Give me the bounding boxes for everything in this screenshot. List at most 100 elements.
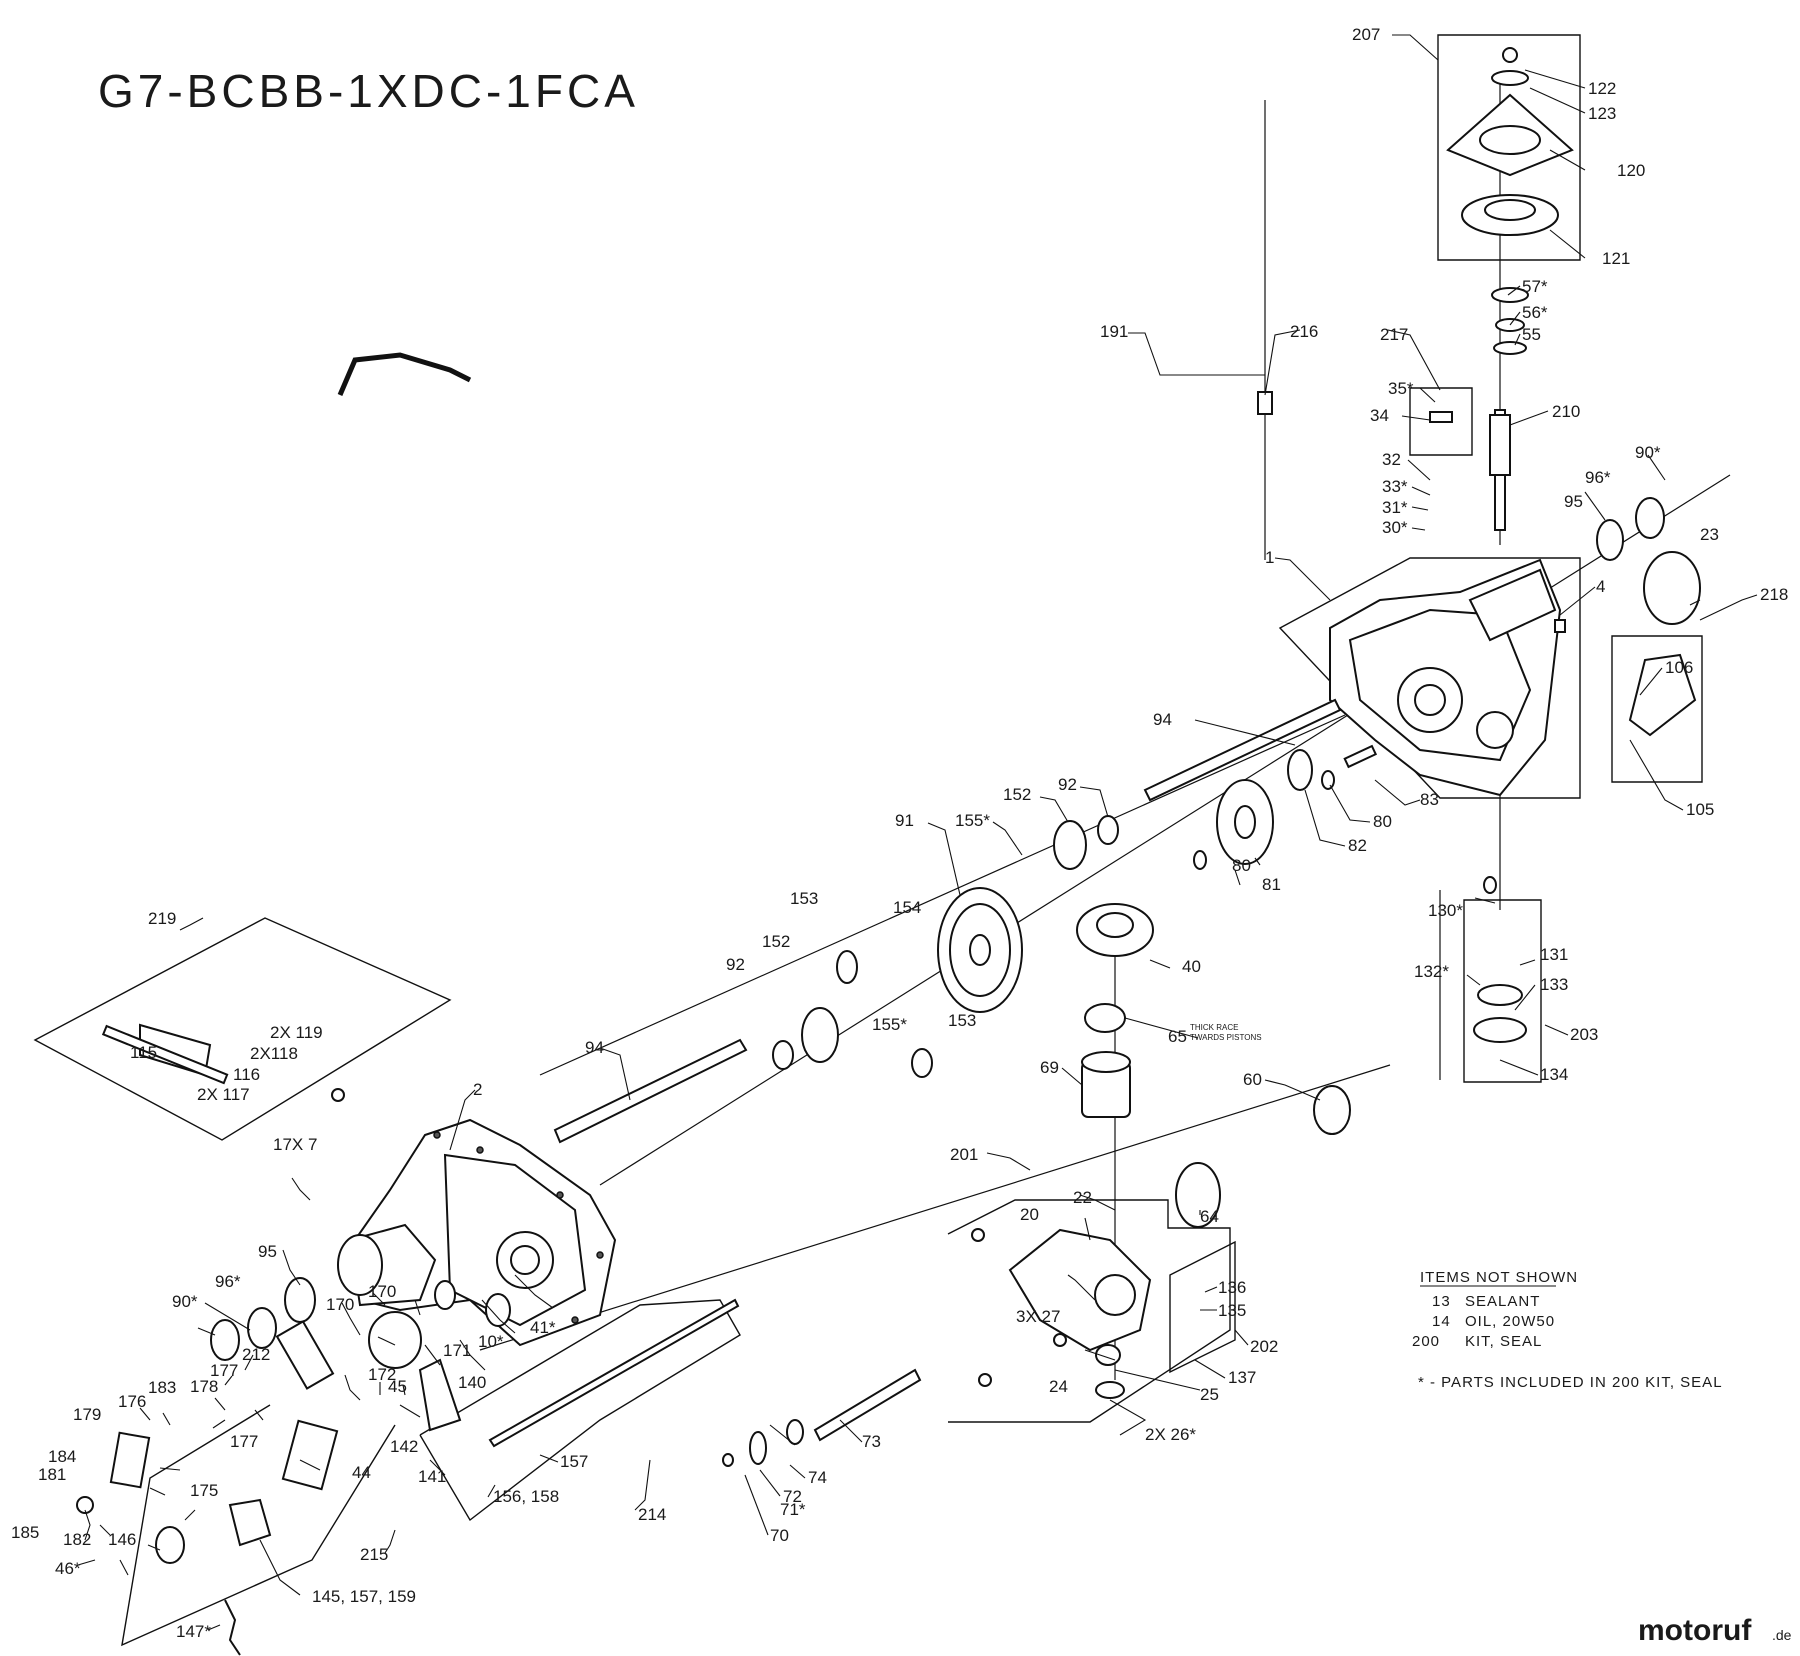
callout-216: 216: [1290, 322, 1318, 341]
callout-25: 25: [1200, 1385, 1219, 1404]
callout-55: 55: [1522, 325, 1541, 344]
callout-64: 64: [1200, 1207, 1219, 1226]
callout-214: 214: [638, 1505, 666, 1524]
callout-46: 46*: [55, 1559, 81, 1578]
callout-153-lower: 153: [948, 1011, 976, 1030]
callout-181: 181: [38, 1465, 66, 1484]
motor-shaft: [813, 1368, 922, 1442]
callout-178: 178: [190, 1377, 218, 1396]
left-housing: [337, 1118, 617, 1347]
callout-82: 82: [1348, 836, 1367, 855]
callout-116: 116: [233, 1065, 260, 1084]
charge-pump-box: [1463, 899, 1542, 1083]
bearing-92a: [1097, 815, 1119, 845]
pin-83: [1343, 744, 1378, 769]
callout-170-a: 170: [326, 1295, 354, 1314]
axle-left: [553, 1038, 748, 1144]
check-valve-box: [1169, 1240, 1236, 1374]
notes-item-desc-1: OIL, 20W50: [1465, 1313, 1555, 1330]
pin-kit-box: [1409, 387, 1473, 456]
callout-185: 185: [11, 1523, 39, 1542]
callout-218: 218: [1760, 585, 1788, 604]
brake-drum-23: [1643, 551, 1701, 625]
notes-item-num-1: 14: [1432, 1313, 1451, 1330]
callout-65: 65: [1168, 1027, 1187, 1046]
callout-96-left: 96*: [215, 1272, 241, 1291]
callout-92-upper: 92: [1058, 775, 1077, 794]
watermark-suffix: .de: [1772, 1627, 1792, 1643]
callout-17x7: 17X 7: [273, 1135, 317, 1154]
thrust-bearing-60: [1313, 1085, 1351, 1135]
callout-142: 142: [390, 1437, 418, 1456]
washer-80a: [1321, 770, 1335, 790]
charge-pump-131: [1477, 984, 1523, 1006]
callout-1: 1: [1265, 548, 1274, 567]
callout-157: 157: [560, 1452, 588, 1471]
callout-95-right: 95: [1564, 492, 1583, 511]
notes-item-desc-0: SEALANT: [1465, 1293, 1540, 1310]
pinion-153a: [836, 950, 858, 984]
callout-171: 171: [443, 1341, 471, 1360]
callout-94-lower: 94: [585, 1038, 604, 1057]
input-gear-210: [1489, 414, 1511, 476]
notes-footnote: * - PARTS INCLUDED IN 200 KIT, SEAL: [1418, 1374, 1723, 1391]
callout-30: 30*: [1382, 518, 1408, 537]
callout-172: 172: [368, 1365, 396, 1384]
bevel-152a: [1053, 820, 1087, 870]
callout-91: 91: [895, 811, 914, 830]
thrust-bearing-65: [1084, 1003, 1126, 1033]
vent-tube-191: [337, 352, 472, 396]
leader-lines: [77, 34, 1758, 1631]
seal-96a: [1635, 497, 1665, 539]
callout-31: 31*: [1382, 498, 1408, 517]
bypass-rod: [488, 1298, 740, 1448]
callout-10: 10*: [478, 1332, 504, 1351]
callout-2x119: 2X 119: [270, 1023, 323, 1042]
callout-191: 191: [1100, 322, 1128, 341]
brake-linkage: [76, 1023, 511, 1656]
callout-121: 121: [1602, 249, 1630, 268]
callout-90-left: 90*: [172, 1292, 198, 1311]
callout-96-right: 96*: [1585, 468, 1611, 487]
callout-56: 56*: [1522, 303, 1548, 322]
seal-96b: [247, 1307, 277, 1349]
callout-176: 176: [118, 1392, 146, 1411]
callout-155-upper: 155*: [955, 811, 990, 830]
callout-2x26: 2X 26*: [1145, 1425, 1196, 1444]
callout-23: 23: [1700, 525, 1719, 544]
callout-44: 44: [352, 1463, 371, 1482]
callout-80-upper: 80: [1373, 812, 1392, 831]
callout-152-lower: 152: [762, 932, 790, 951]
callout-73: 73: [862, 1432, 881, 1451]
callout-145-157-159: 145, 157, 159: [312, 1587, 416, 1606]
callout-146: 146: [108, 1530, 136, 1549]
callout-203: 203: [1570, 1025, 1598, 1044]
callout-217: 217: [1380, 325, 1408, 344]
callout-135: 135: [1218, 1301, 1246, 1320]
callout-122: 122: [1588, 79, 1616, 98]
pinion-82: [1287, 749, 1313, 791]
callout-177-a: 177: [210, 1361, 238, 1380]
fitting-216: [1257, 391, 1273, 415]
notes-item-num-2: 200: [1412, 1333, 1440, 1350]
callout-153-upper: 153: [790, 889, 818, 908]
bearing-95b: [284, 1277, 316, 1323]
callout-2x117: 2X 117: [197, 1085, 250, 1104]
callout-140: 140: [458, 1373, 486, 1392]
callout-57: 57*: [1522, 277, 1548, 296]
callout-123: 123: [1588, 104, 1616, 123]
callout-34: 34: [1370, 406, 1389, 425]
brake-kit-box: [33, 917, 452, 1141]
callout-120: 120: [1617, 161, 1645, 180]
callout-184: 184: [48, 1447, 76, 1466]
callout-202: 202: [1250, 1337, 1278, 1356]
callout-70: 70: [770, 1526, 789, 1545]
watermark-logo: motoruf .de: [1638, 1614, 1792, 1647]
callout-207: 207: [1352, 25, 1380, 44]
callout-215: 215: [360, 1545, 388, 1564]
callout-74: 74: [808, 1468, 827, 1487]
callout-2: 2: [473, 1080, 482, 1099]
pinion-153b: [911, 1048, 933, 1078]
items-not-shown-notes: ITEMS NOT SHOWN 13 SEALANT 14 OIL, 20W50…: [1412, 1269, 1723, 1391]
callout-32: 32: [1382, 450, 1401, 469]
